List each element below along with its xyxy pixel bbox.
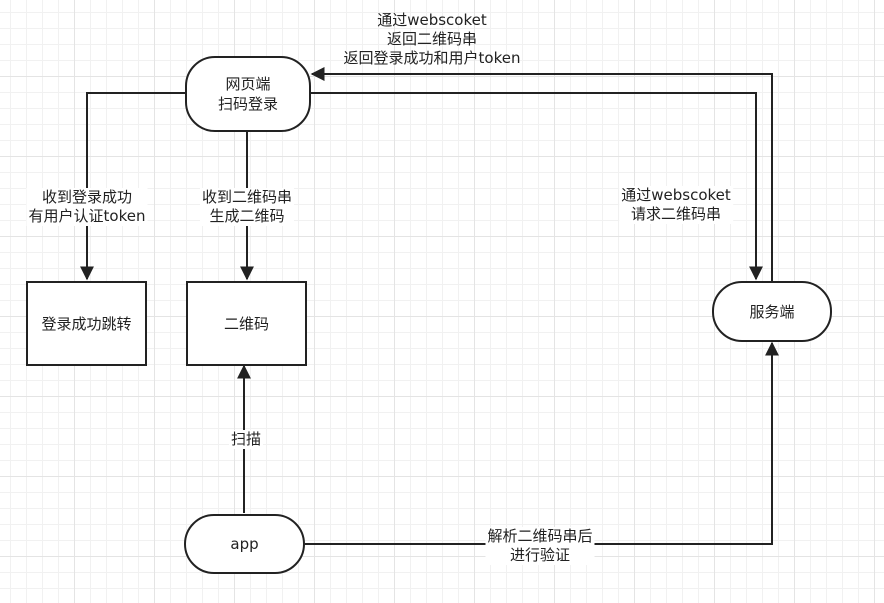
edge-label-line: 通过webscoket [619,186,733,205]
edge-label-app-to-qrcode: 扫描 [228,430,264,449]
edge-label-line: 收到登录成功 [26,188,148,207]
edge-label-line: 生成二维码 [199,207,295,226]
edge-label-web-to-qrcode: 收到二维码串 生成二维码 [199,188,295,226]
edge-label-line: 通过webscoket [377,11,487,29]
edge-web-to-login-success [80,92,185,281]
server-node[interactable]: 服务端 [712,281,832,342]
edge-label-line: 扫描 [228,430,264,449]
edge-label-line: 请求二维码串 [619,205,733,224]
edge-label-line: 解析二维码串后 [485,527,595,546]
server-label: 服务端 [749,302,795,321]
web-client-label-line2: 扫码登录 [217,95,278,113]
web-client-label-line1: 网页端 [225,75,271,93]
edge-label-app-to-server: 解析二维码串后 进行验证 [485,527,595,565]
edge-label-server-to-web: 通过webscoket 返回二维码串 返回登录成功和用户token [344,11,521,68]
edge-web-to-server [310,92,763,281]
edge-label-line: 返回二维码串 [386,30,478,48]
edge-label-line: 返回登录成功和用户token [343,49,521,67]
qrcode-label: 二维码 [223,314,269,333]
edge-label-line: 收到二维码串 [199,188,295,207]
edge-label-web-to-server: 通过webscoket 请求二维码串 [619,186,733,224]
edge-app-to-server [305,341,779,545]
login-success-label: 登录成功跳转 [41,314,132,333]
edge-label-line: 有用户认证token [26,207,148,226]
login-success-node[interactable]: 登录成功跳转 [26,281,147,366]
app-label: app [230,535,259,553]
qrcode-node[interactable]: 二维码 [186,281,307,366]
app-node[interactable]: app [184,514,305,574]
edge-server-to-web [310,67,773,281]
edge-label-web-to-login-success: 收到登录成功 有用户认证token [26,188,148,226]
edge-label-line: 进行验证 [485,546,595,565]
web-client-node[interactable]: 网页端 扫码登录 [185,56,311,132]
